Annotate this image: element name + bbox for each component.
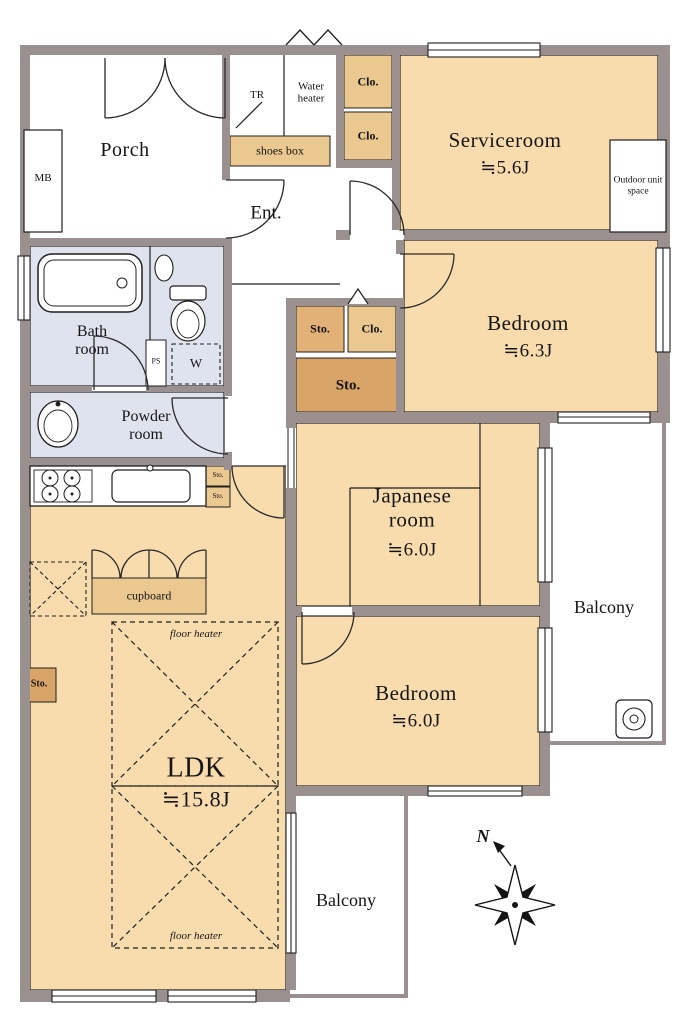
label-storage-mini-1: Sto. xyxy=(212,471,224,480)
storage-hall xyxy=(295,305,345,353)
compass-icon xyxy=(474,841,556,946)
bathtub-icon xyxy=(37,253,143,313)
folding-door-icon xyxy=(347,287,369,305)
water-heater-doors xyxy=(285,29,343,46)
label-floor-heater-2: floor heater xyxy=(166,929,226,943)
bedroom1-floor xyxy=(403,239,659,413)
label-bedroom-2: Bedroom xyxy=(375,681,457,706)
label-bedroom-1: Bedroom xyxy=(487,311,569,336)
kitchen-icon xyxy=(29,464,207,507)
label-outdoor-unit: Outdoor unit space xyxy=(613,175,663,196)
fridge-space xyxy=(29,561,87,617)
label-storage-left: Sto. xyxy=(30,678,48,690)
label-powder-room: Powder room xyxy=(121,408,171,443)
partition-lines xyxy=(149,55,481,606)
sliding-door xyxy=(286,428,296,488)
powder-sink-icon xyxy=(37,400,79,448)
label-porch: Porch xyxy=(100,138,150,161)
label-japanese-room-size: ≒6.0J xyxy=(387,539,437,561)
label-storage-mini-2: Sto. xyxy=(212,492,224,501)
bedroom2-floor xyxy=(295,615,541,787)
washer-space xyxy=(171,343,221,385)
label-bedroom-1-size: ≒6.3J xyxy=(503,340,553,362)
meter-box xyxy=(23,129,63,233)
label-closet-1: Clo. xyxy=(357,74,379,89)
label-japanese-room: Japanese room xyxy=(372,483,452,531)
closet-hall xyxy=(347,305,397,353)
closet-top-2 xyxy=(343,111,393,161)
label-mb: MB xyxy=(34,171,52,184)
label-tr: TR xyxy=(249,88,265,101)
door-arcs xyxy=(91,57,455,665)
label-closet-hall: Clo. xyxy=(361,321,383,336)
label-balcony-right: Balcony xyxy=(574,596,634,617)
label-closet-2: Clo. xyxy=(357,128,379,143)
label-compass-north: N xyxy=(476,825,490,846)
label-storage-big: Sto. xyxy=(335,377,361,394)
label-entrance: Ent. xyxy=(250,202,282,224)
label-serviceroom-size: ≒5.6J xyxy=(480,157,530,179)
label-washer: W xyxy=(189,355,203,371)
label-serviceroom: Serviceroom xyxy=(448,128,562,153)
balcony-outlines xyxy=(288,423,666,998)
label-pipe-space: PS xyxy=(151,356,161,366)
label-bath-room: Bath room xyxy=(75,323,109,358)
balcony-tap-icon xyxy=(615,699,653,739)
room-fills xyxy=(29,54,659,991)
floor-heater-areas xyxy=(111,621,279,949)
label-balcony-bottom: Balcony xyxy=(316,889,376,910)
ldk-floor xyxy=(29,465,287,991)
label-storage-hall: Sto. xyxy=(310,321,330,336)
toilet-icon xyxy=(154,254,207,342)
pipe-space-box xyxy=(145,339,167,387)
label-shoes-box: shoes box xyxy=(256,143,304,158)
label-bedroom-2-size: ≒6.0J xyxy=(391,710,441,732)
windows xyxy=(17,42,671,1003)
label-floor-heater-1: floor heater xyxy=(166,627,226,641)
label-cupboard: cupboard xyxy=(126,588,172,603)
label-ldk: LDK xyxy=(162,752,230,784)
label-water-heater: Water heater xyxy=(297,80,325,105)
label-ldk-size: ≒15.8J xyxy=(157,787,235,813)
outdoor-unit-box xyxy=(609,139,667,233)
